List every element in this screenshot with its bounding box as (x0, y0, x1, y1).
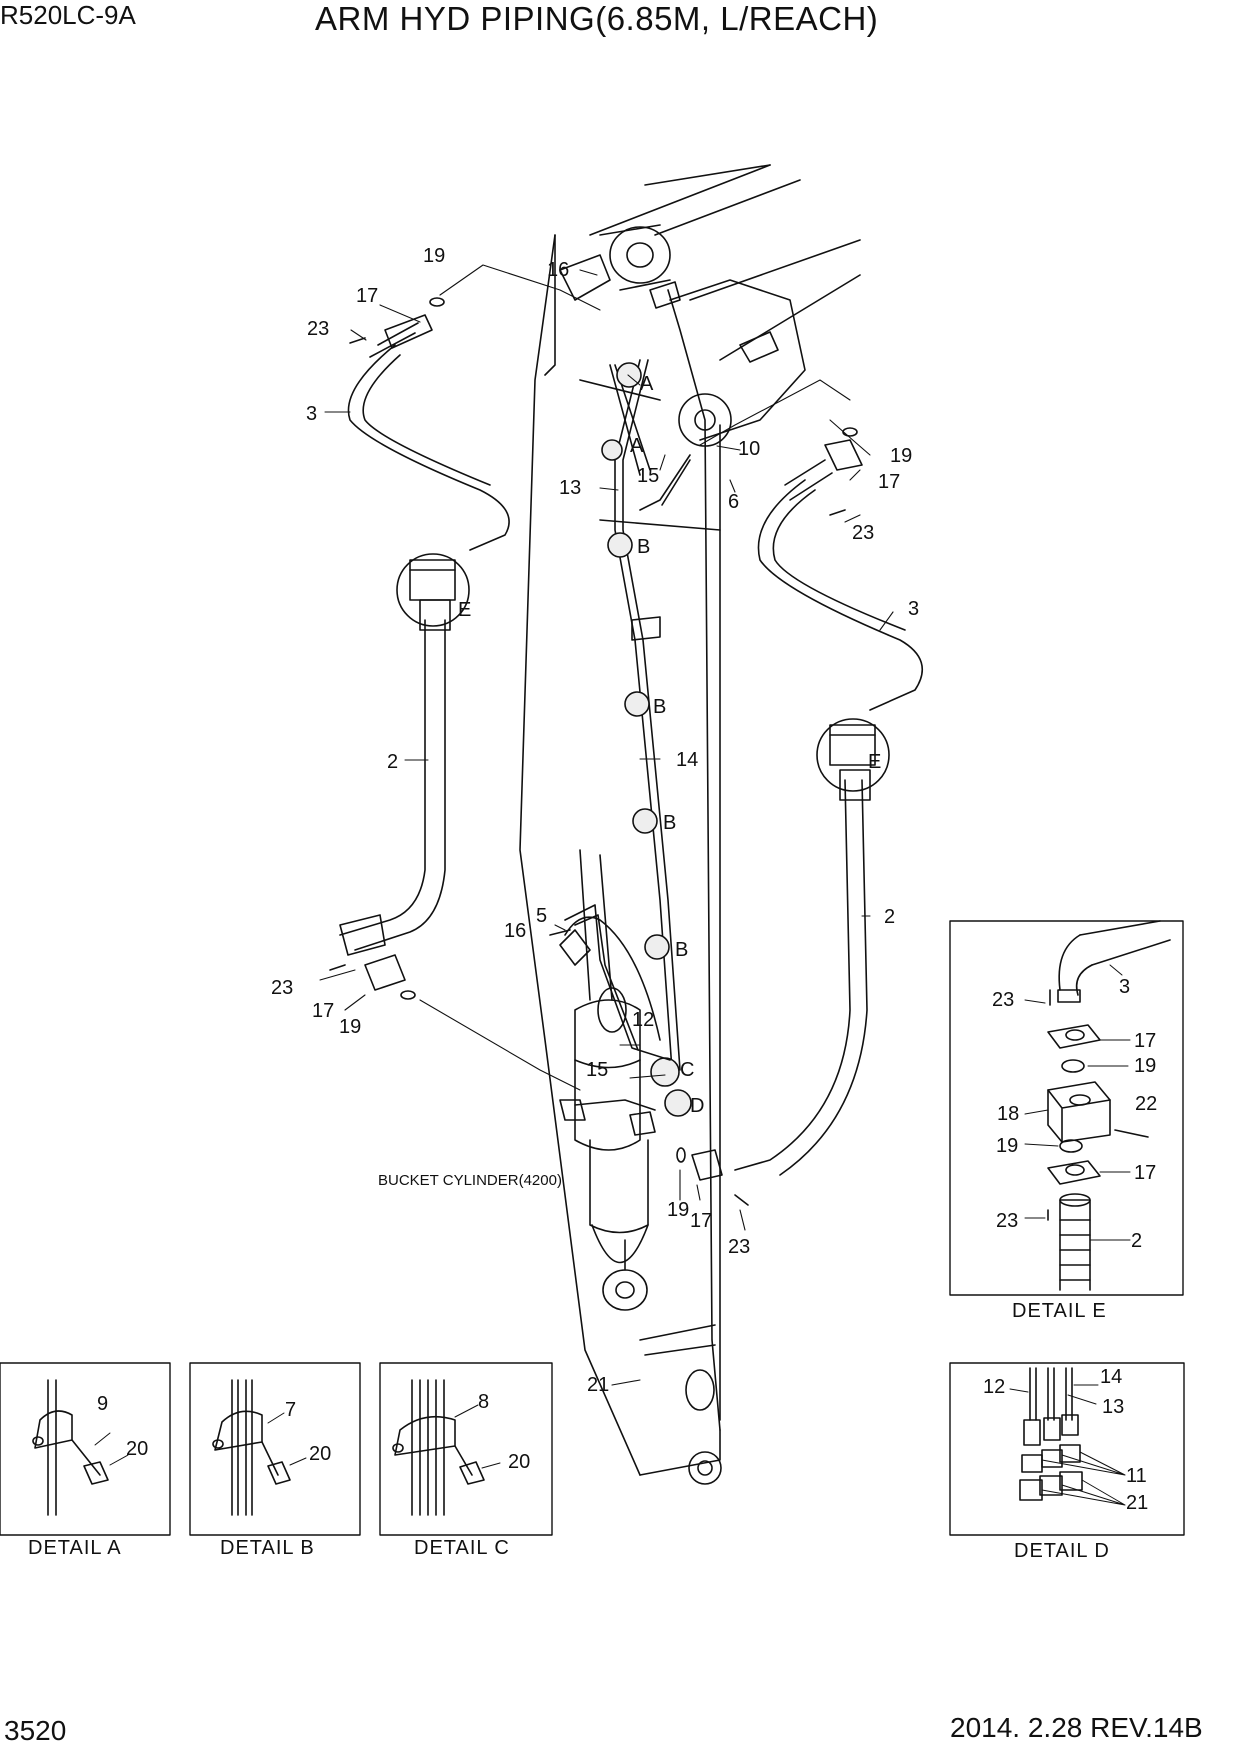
bucket-cylinder-label: BUCKET CYLINDER(4200) (378, 1172, 562, 1189)
bucket-cylinder (559, 849, 661, 1311)
detail-b-label: DETAIL B (220, 1537, 315, 1559)
flange-parts (329, 297, 858, 1206)
right-hose-3 (757, 439, 924, 711)
detail-e-label: DETAIL E (1012, 1300, 1107, 1322)
callout-c31: 15 (586, 1059, 608, 1081)
detail-a-label: DETAIL A (28, 1537, 122, 1559)
callout-c35: 17 (690, 1210, 712, 1232)
detail-e-callout-4: 19 (1134, 1055, 1156, 1077)
callout-c33: D (690, 1095, 704, 1117)
revision-date: 2014. 2.28 REV.14B (950, 1712, 1203, 1743)
detail-d-callout-4: 11 (1126, 1465, 1147, 1487)
callout-c27: 23 (271, 977, 293, 999)
callout-c21: E (868, 751, 881, 773)
arm-structure (519, 164, 861, 1485)
detail-e-callout-7: 19 (996, 1135, 1018, 1157)
callout-c29: 19 (339, 1016, 361, 1038)
callout-c10: 10 (738, 438, 760, 460)
callout-c26: 2 (884, 906, 895, 928)
callout-c25: B (675, 939, 688, 961)
callout-c28: 17 (312, 1000, 334, 1022)
detail-e-callout-9: 23 (996, 1210, 1018, 1232)
model-number: R520LC-9A (0, 0, 136, 30)
detail-d-label: DETAIL D (1014, 1540, 1110, 1562)
detail-e-callout-3: 17 (1134, 1030, 1156, 1052)
detail-c-callout-1: 8 (478, 1391, 489, 1413)
detail-a-callout-1: 9 (97, 1393, 108, 1415)
detail-e-callout-5: 18 (997, 1103, 1019, 1125)
callout-c1: 19 (423, 245, 445, 267)
callout-c37: 21 (587, 1374, 609, 1396)
right-hose-2 (734, 769, 871, 1176)
detail-e-callout-10: 2 (1131, 1230, 1142, 1252)
callout-c16: E (458, 599, 471, 621)
callout-c36: 23 (728, 1236, 750, 1258)
detail-e-callout-6: 22 (1135, 1093, 1157, 1115)
callout-labels: 19 17 23 3 16 A A 13 15 10 6 19 17 23 B … (271, 245, 919, 1396)
callout-c13: 17 (878, 471, 900, 493)
callout-c34: 19 (667, 1199, 689, 1221)
callout-c20: 2 (387, 751, 398, 773)
clamp-markers (601, 362, 692, 1117)
right-adapter-e (816, 718, 890, 792)
callout-c17: 3 (908, 598, 919, 620)
detail-b-box: 7 20 (189, 1362, 361, 1536)
page-title: ARM HYD PIPING(6.85M, L/REACH) (315, 0, 879, 37)
callout-c23: 5 (536, 905, 547, 927)
callout-c24: 16 (504, 920, 526, 942)
detail-e-box: 23 3 17 19 18 22 19 17 23 2 (949, 920, 1184, 1296)
detail-d-callout-2: 14 (1100, 1366, 1122, 1388)
cylinder-feed-pipes (549, 904, 671, 1061)
left-adapter-e (396, 553, 470, 627)
left-hose-3 (347, 314, 510, 551)
callout-c7: A (630, 435, 644, 457)
callout-c4: 3 (306, 403, 317, 425)
page-number: 3520 (4, 1715, 67, 1746)
detail-b-callout-1: 7 (285, 1399, 296, 1421)
callout-c30: 12 (632, 1009, 654, 1031)
leader-lines (319, 264, 894, 1386)
left-hose-2 (339, 599, 451, 956)
detail-d-callout-1: 12 (983, 1376, 1005, 1398)
detail-c-box: 8 20 (379, 1362, 553, 1536)
callout-c19: 14 (676, 749, 698, 771)
callout-c5: 16 (547, 259, 569, 281)
callout-c8: 13 (559, 477, 581, 499)
callout-c11: 6 (728, 491, 739, 513)
callout-c2: 17 (356, 285, 378, 307)
callout-c32: C (680, 1059, 694, 1081)
callout-c18: B (653, 696, 666, 718)
detail-e-callout-2: 3 (1119, 976, 1130, 998)
detail-d-box: 12 14 13 11 21 (949, 1362, 1185, 1536)
detail-e-callout-1: 23 (992, 989, 1014, 1011)
detail-c-label: DETAIL C (414, 1537, 510, 1559)
detail-a-box: 9 20 (0, 1362, 171, 1536)
detail-b-callout-2: 20 (309, 1443, 331, 1465)
detail-d-callout-5: 21 (1126, 1492, 1148, 1514)
callout-c6: A (640, 373, 654, 395)
detail-d-callout-3: 13 (1102, 1396, 1124, 1418)
callout-c9: 15 (637, 465, 659, 487)
detail-c-callout-2: 20 (508, 1451, 530, 1473)
callout-c12: 19 (890, 445, 912, 467)
detail-a-callout-2: 20 (126, 1438, 148, 1460)
callout-c3: 23 (307, 318, 329, 340)
callout-c22: B (663, 812, 676, 834)
detail-e-callout-8: 17 (1134, 1162, 1156, 1184)
callout-c14: 23 (852, 522, 874, 544)
callout-c15: B (637, 536, 650, 558)
